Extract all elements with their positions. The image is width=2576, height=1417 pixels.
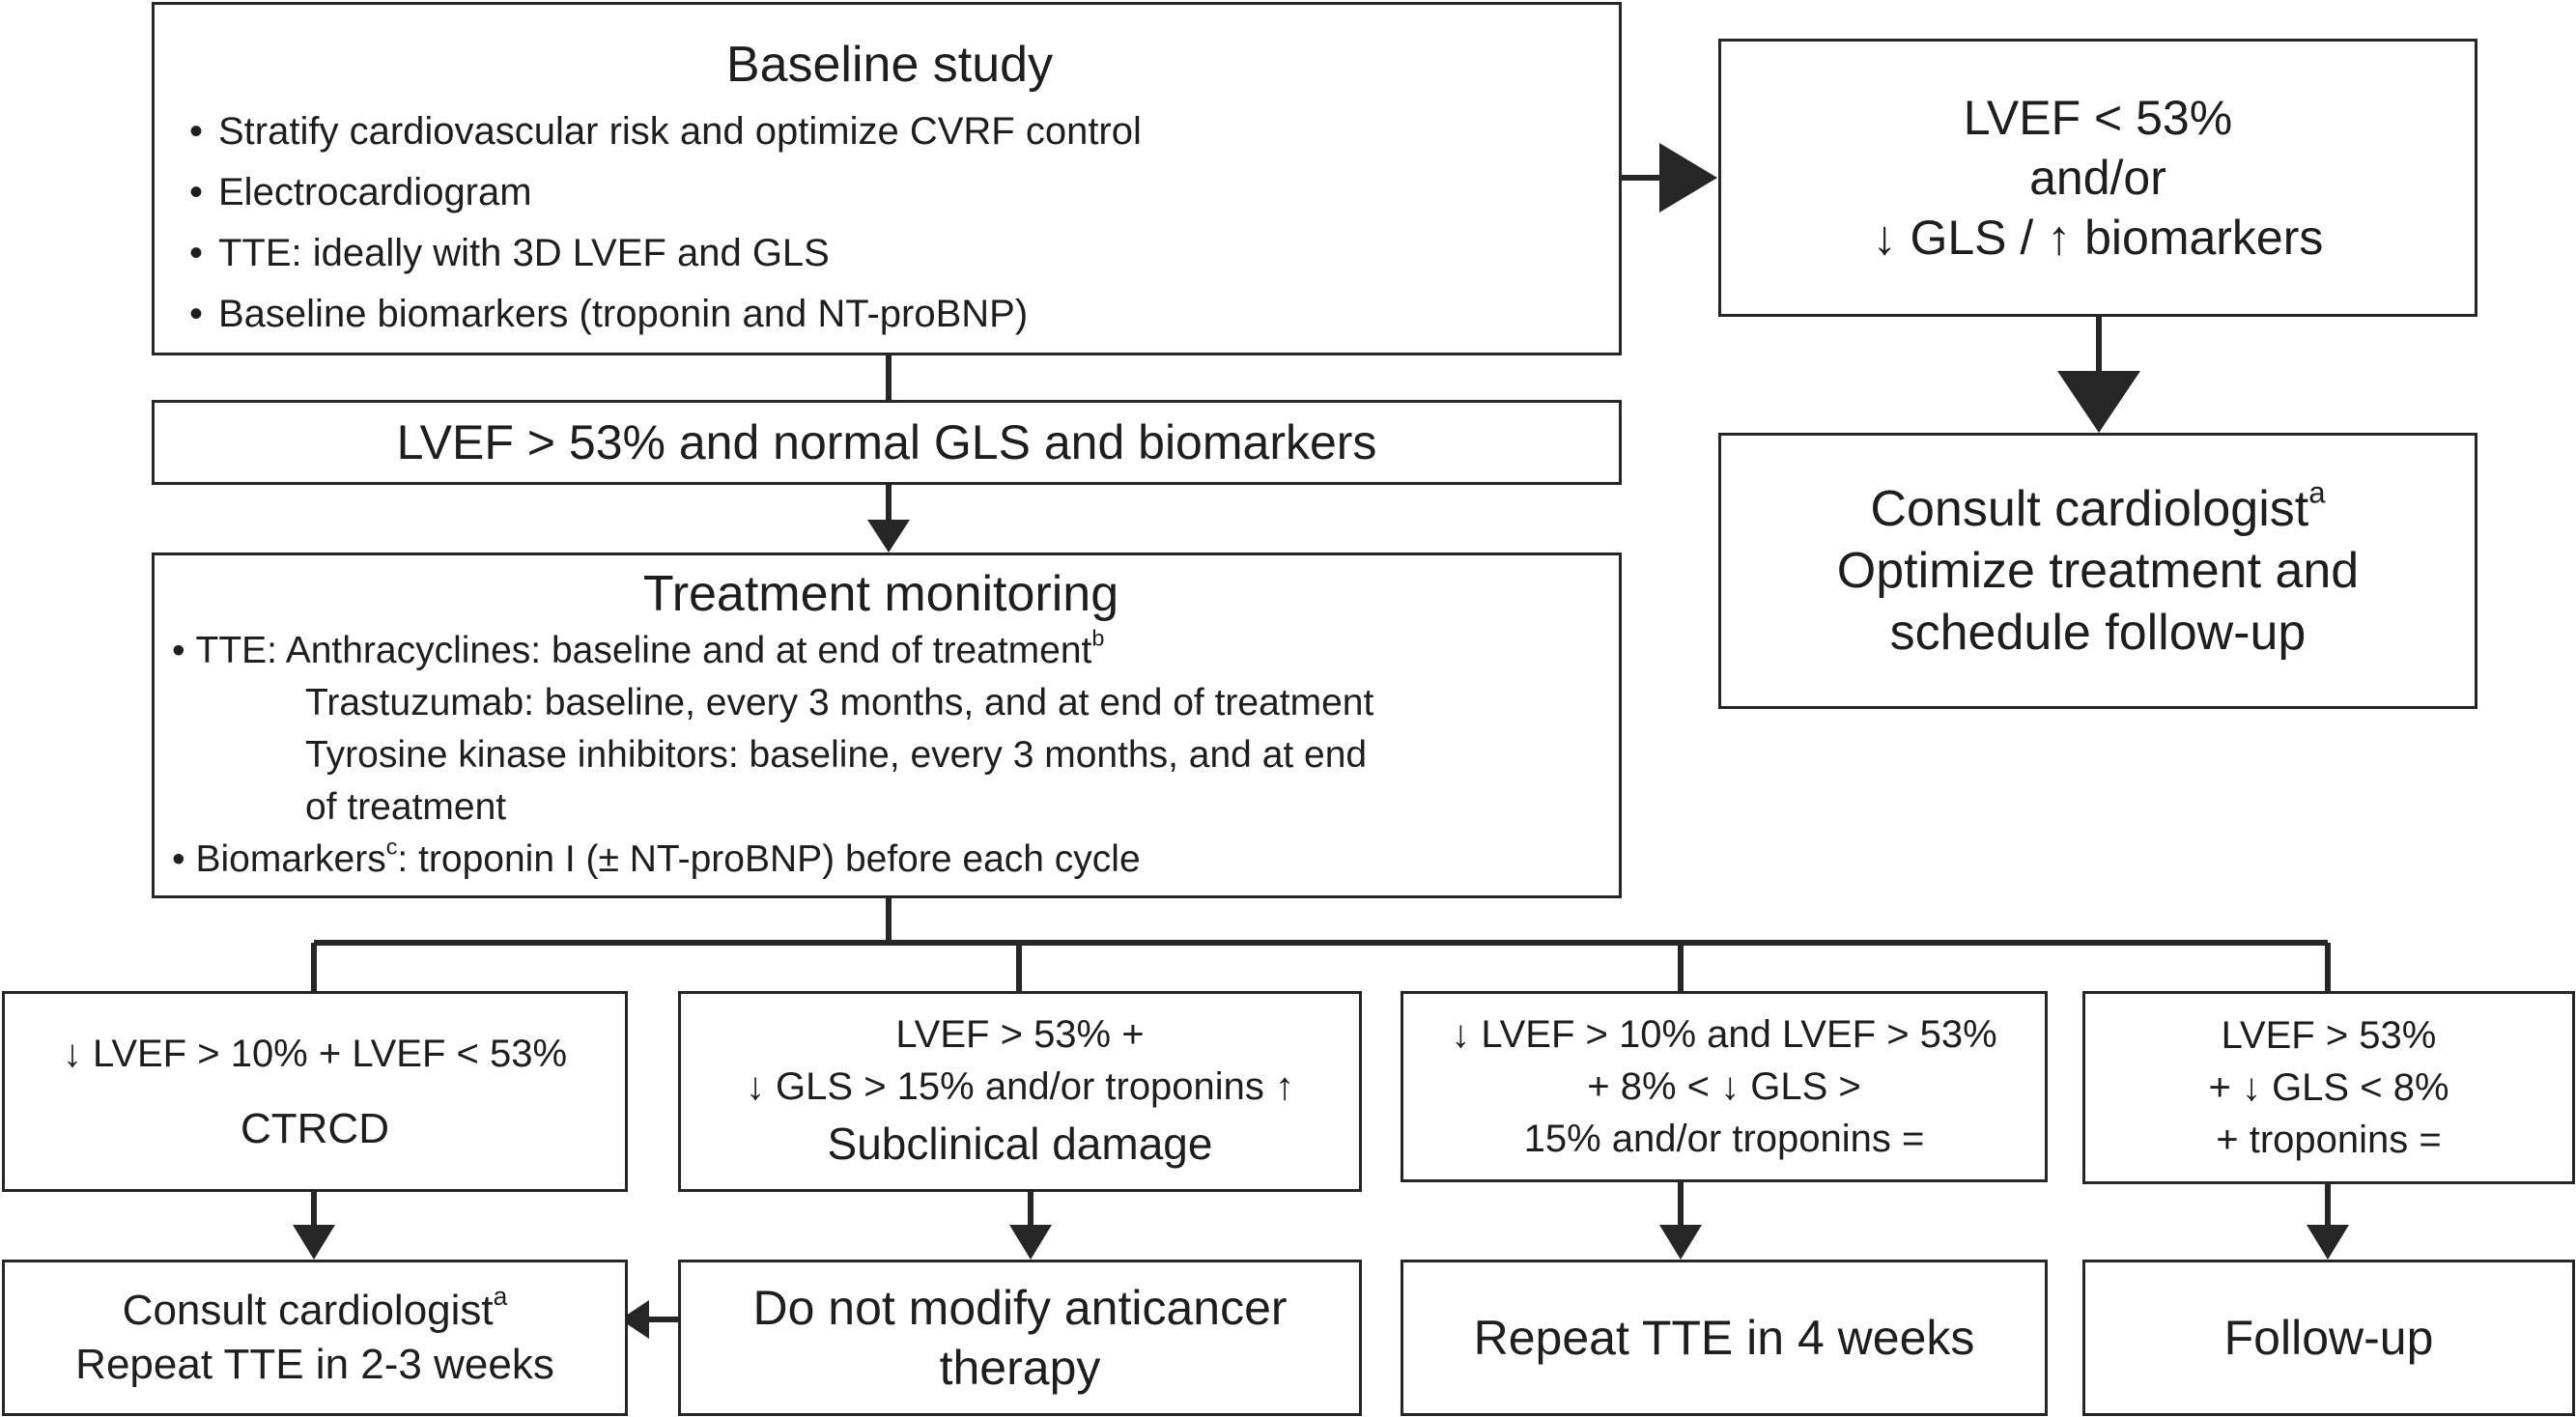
monitoring-tte-prefix: TTE: (195, 630, 286, 671)
abnormal-result-box: LVEF < 53% and/or ↓ GLS / ↑ biomarkers (1718, 39, 2477, 317)
consult-top-footnote: a (2308, 475, 2326, 510)
consult-top-line-1: Consult cardiologista (1870, 478, 2325, 540)
baseline-study-title: Baseline study (725, 37, 1054, 93)
outcome-follow-up-text: Follow-up (2223, 1310, 2434, 1365)
branch-ctrcd-box: ↓ LVEF > 10% + LVEF < 53% CTRCD (2, 991, 628, 1192)
treatment-monitoring-box: Treatment monitoring • TTE: Anthracyclin… (152, 553, 1622, 898)
consult-top-line-2: Optimize treatment and (1836, 543, 2360, 599)
outcome-consult-line-1: Consult cardiologista (123, 1284, 508, 1338)
monitoring-anthracyclines: Anthracyclines: baseline and at end of t… (285, 630, 1092, 671)
monitoring-tki-cont: of treatment (305, 786, 507, 828)
arrowhead-to-consult (2057, 371, 2140, 433)
outcome-follow-up-box: Follow-up (2082, 1260, 2575, 1416)
branch-ctrcd-criteria: ↓ LVEF > 10% + LVEF < 53% (62, 1033, 568, 1075)
arrowhead-to-outcome2 (1009, 1225, 1052, 1260)
arrowhead-to-outcome3 (1659, 1225, 1702, 1260)
normal-result-box: LVEF > 53% and normal GLS and biomarkers (152, 400, 1622, 485)
baseline-item-biomarkers: Baseline biomarkers (troponin and NT-pro… (189, 284, 1590, 345)
monitoring-tki: Tyrosine kinase inhibitors: baseline, ev… (305, 734, 1368, 776)
branch-moderate-line-1: ↓ LVEF > 10% and LVEF > 53% (1451, 1013, 1997, 1056)
outcome-no-modify-line-2: therapy (939, 1341, 1101, 1395)
consult-top-text: Consult cardiologist (1870, 481, 2309, 537)
arrowhead-to-monitoring (867, 520, 910, 553)
branch-normal-line-3: + troponins = (2216, 1119, 2442, 1161)
outcome-repeat-tte-text: Repeat TTE in 4 weeks (1473, 1310, 1975, 1365)
monitoring-trastuzumab: Trastuzumab: baseline, every 3 months, a… (305, 682, 1374, 723)
monitoring-title: Treatment monitoring (642, 566, 1119, 622)
baseline-item-risk: Stratify cardiovascular risk and optimiz… (189, 101, 1590, 162)
normal-result-text: LVEF > 53% and normal GLS and biomarkers (396, 414, 1377, 469)
baseline-item-tte: TTE: ideally with 3D LVEF and GLS (189, 223, 1590, 284)
baseline-item-ecg: Electrocardiogram (189, 162, 1590, 223)
monitoring-bio-bullet: • (172, 838, 196, 880)
outcome-repeat-tte-box: Repeat TTE in 4 weeks (1401, 1260, 2048, 1416)
monitoring-tte-bullet: • (172, 630, 196, 671)
monitoring-tte-line-1: • TTE: Anthracyclines: baseline and at e… (172, 625, 1590, 677)
monitoring-biomarkers-line: • Biomarkersc: troponin I (± NT-proBNP) … (172, 834, 1590, 886)
arrowhead-outcome2-to-outcome1 (620, 1300, 649, 1339)
monitoring-footnote-c: c (385, 834, 398, 860)
arrowhead-to-outcome4 (2307, 1225, 2349, 1260)
monitoring-footnote-b: b (1091, 625, 1105, 651)
monitoring-bio-prefix: Biomarkers (195, 838, 386, 880)
outcome-consult-text: Consult cardiologist (122, 1287, 494, 1334)
outcome-no-modify-line-1: Do not modify anticancer (752, 1281, 1288, 1335)
consult-cardiologist-box: Consult cardiologista Optimize treatment… (1718, 433, 2477, 709)
branch-normal-line-1: LVEF > 53% (2221, 1014, 2437, 1057)
branch-subclinical-line-1: LVEF > 53% + (895, 1013, 1145, 1056)
consult-top-line-3: schedule follow-up (1889, 605, 2307, 661)
arrowhead-to-outcome1 (293, 1225, 335, 1260)
branch-ctrcd-label: CTRCD (241, 1105, 389, 1152)
outcome-no-modify-box: Do not modify anticancer therapy (678, 1260, 1362, 1416)
arrowhead-to-abnormal (1659, 143, 1717, 213)
abnormal-line-3: ↓ GLS / ↑ biomarkers (1872, 211, 2324, 265)
branch-subclinical-box: LVEF > 53% + ↓ GLS > 15% and/or troponin… (678, 991, 1362, 1192)
baseline-study-list: Stratify cardiovascular risk and optimiz… (189, 101, 1590, 345)
branch-subclinical-label: Subclinical damage (827, 1119, 1213, 1169)
outcome-consult-footnote: a (493, 1282, 508, 1312)
branch-moderate-box: ↓ LVEF > 10% and LVEF > 53% + 8% < ↓ GLS… (1401, 991, 2048, 1182)
monitoring-bio-text: : troponin I (± NT-proBNP) before each c… (397, 838, 1141, 880)
abnormal-line-1: LVEF < 53% (1963, 91, 2233, 145)
branch-moderate-line-3: 15% and/or troponins = (1523, 1118, 1925, 1160)
outcome-consult-box: Consult cardiologista Repeat TTE in 2-3 … (2, 1260, 628, 1416)
branch-subclinical-line-2: ↓ GLS > 15% and/or troponins ↑ (745, 1065, 1295, 1108)
outcome-consult-line-2: Repeat TTE in 2-3 weeks (75, 1341, 554, 1388)
baseline-study-box: Baseline study Stratify cardiovascular r… (152, 2, 1622, 355)
abnormal-line-2: and/or (2029, 151, 2166, 205)
branch-normal-box: LVEF > 53% + ↓ GLS < 8% + troponins = (2082, 991, 2575, 1184)
branch-moderate-line-2: + 8% < ↓ GLS > (1587, 1065, 1861, 1108)
branch-normal-line-2: + ↓ GLS < 8% (2208, 1066, 2449, 1109)
